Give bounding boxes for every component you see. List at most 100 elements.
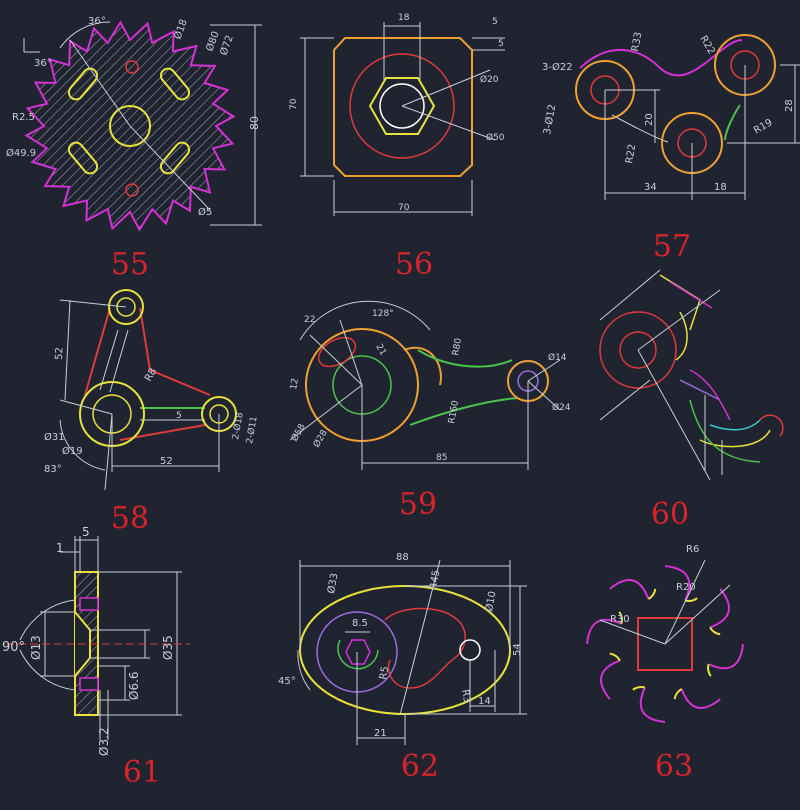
dim-label: 5 — [492, 17, 498, 27]
ratchet-tooth-curve — [600, 659, 621, 700]
dim-label: 45° — [278, 676, 296, 687]
dim-label: Ø3.2 — [97, 727, 111, 756]
figure-number: 58 — [111, 501, 149, 536]
dim-label: Ø20 — [480, 74, 499, 85]
dim-label: R22 — [697, 34, 716, 57]
dim-label: 12 — [289, 378, 301, 391]
dim-label: R2.5 — [12, 112, 35, 123]
dim-label: Ø19 — [62, 445, 83, 457]
dim-label: Ø24 — [552, 402, 571, 413]
drawing-59: 128° 22 21 R80 Ø14 12 R160 Ø24 Ø58 Ø28 8… — [289, 300, 571, 522]
figure-number: 55 — [111, 247, 149, 282]
drawing-61: 5 1 90° Ø13 Ø35 Ø6.6 Ø3.2 61 — [2, 525, 190, 790]
figure-number: 61 — [123, 755, 161, 790]
ratchet-root-arc — [609, 652, 621, 662]
figure-number: 62 — [401, 749, 439, 784]
dim-label: Ø5 — [198, 206, 212, 218]
drawing-56: 18 5 5 70 Ø20 Ø50 70 56 — [289, 13, 505, 282]
figure-number: 59 — [399, 487, 437, 522]
dim-label: 70 — [398, 203, 410, 213]
drawing-55: 36° Ø18 Ø80 Ø72 36° R2.5 Ø49.9 80 Ø5 55 — [6, 16, 262, 282]
dim-label: R33 — [630, 31, 644, 52]
dim-label: 1 — [56, 541, 64, 555]
dim-label: 5 — [498, 39, 504, 49]
dim-label: R80 — [451, 337, 464, 356]
dim-label: 52 — [54, 347, 65, 360]
ratchet-root-arc — [632, 686, 646, 691]
dim-label: 90° — [2, 640, 25, 655]
dim-label: 8.5 — [352, 618, 368, 629]
dim-label: R19 — [752, 117, 775, 136]
dim-label: Ø14 — [548, 352, 567, 363]
ratchet-tooth-curve — [639, 687, 666, 723]
dim-label: R30 — [610, 614, 630, 625]
dim-label: Ø31 — [44, 431, 65, 443]
ratchet-tooth-curve — [586, 618, 622, 645]
dim-label: 18 — [398, 13, 410, 23]
dim-label: Ø10 — [483, 590, 498, 612]
dim-label: 54 — [512, 643, 523, 656]
dim-label: 70 — [289, 98, 299, 110]
dim-label: 22 — [304, 315, 315, 325]
dim-label: Ø13 — [29, 635, 43, 660]
dim-label: 85 — [436, 453, 447, 463]
dim-label: 36° — [88, 16, 106, 27]
ratchet-root-arc — [673, 688, 683, 700]
ratchet-root-arc — [707, 663, 712, 677]
dim-label: 52 — [160, 456, 173, 467]
dim-label: Ø58 — [289, 422, 308, 444]
dim-label: 18 — [714, 182, 727, 193]
gear-slots — [67, 67, 191, 175]
dim-label: 21 — [374, 728, 387, 739]
dim-label: Ø18 — [172, 18, 190, 41]
figure-number: 60 — [651, 497, 689, 532]
figure-number: 57 — [653, 229, 691, 264]
dim-label: 83° — [44, 464, 62, 475]
ratchet-root-arc — [647, 588, 657, 600]
dim-label: 5 — [82, 525, 90, 539]
ratchet-tooth-curve — [708, 643, 744, 670]
dim-label: 3-Ø12 — [541, 103, 558, 135]
dim-label: 2-Ø11 — [244, 416, 260, 445]
dim-label: 14 — [478, 696, 491, 707]
dim-label: R5 — [378, 666, 391, 681]
ratchet-root-arc — [618, 611, 623, 625]
dim-label: 88 — [396, 552, 409, 563]
ratchet-tooth-curve — [709, 588, 730, 629]
ratchet-teeth — [586, 565, 744, 723]
dim-label: 34 — [644, 182, 657, 193]
ratchet-root-arc — [709, 626, 721, 636]
dim-label: 36° — [34, 58, 52, 69]
dim-label: Ø35 — [161, 635, 175, 660]
drawing-62: 88 Ø33 R45 Ø10 8.5 54 45° R5 R3 14 21 62 — [278, 552, 527, 784]
dim-label: R20 — [676, 582, 696, 593]
dim-label: Ø28 — [311, 428, 330, 450]
dim-label: 128° — [372, 309, 394, 319]
drawing-58: 52 R8 5 Ø31 Ø19 83° 2-Ø18 2-Ø11 52 58 — [44, 289, 260, 536]
dim-label: 20 — [644, 113, 655, 126]
dim-label: 2-Ø18 — [230, 411, 246, 440]
ratchet-tooth-curve — [680, 688, 721, 709]
dim-label: Ø50 — [486, 132, 505, 143]
dim-label: R8 — [143, 366, 159, 383]
dim-label: 28 — [784, 99, 795, 112]
drawing-57: 3-Ø22 R33 R22 3-Ø12 20 R22 28 R19 34 18 … — [541, 31, 800, 264]
drawing-60: 60 — [599, 269, 784, 532]
dim-label: Ø49.9 — [6, 147, 36, 159]
dim-label: R22 — [624, 143, 638, 164]
dim-label: R6 — [686, 544, 699, 555]
dim-label: 5 — [176, 411, 182, 421]
drawing-63: R6 R20 R30 63 — [586, 544, 744, 784]
dim-label: R3 — [459, 689, 472, 704]
ratchet-tooth-curve — [664, 565, 691, 601]
dim-label: 3-Ø22 — [542, 61, 573, 73]
figure-number: 56 — [395, 247, 433, 282]
dim-label: Ø33 — [325, 572, 340, 594]
dim-label: 80 — [248, 116, 261, 130]
ratchet-tooth-curve — [609, 579, 650, 600]
dim-label: Ø6.6 — [127, 671, 141, 700]
dim-label: 21 — [373, 343, 387, 358]
figure-number: 63 — [655, 749, 693, 784]
dim-label: R45 — [428, 569, 442, 590]
